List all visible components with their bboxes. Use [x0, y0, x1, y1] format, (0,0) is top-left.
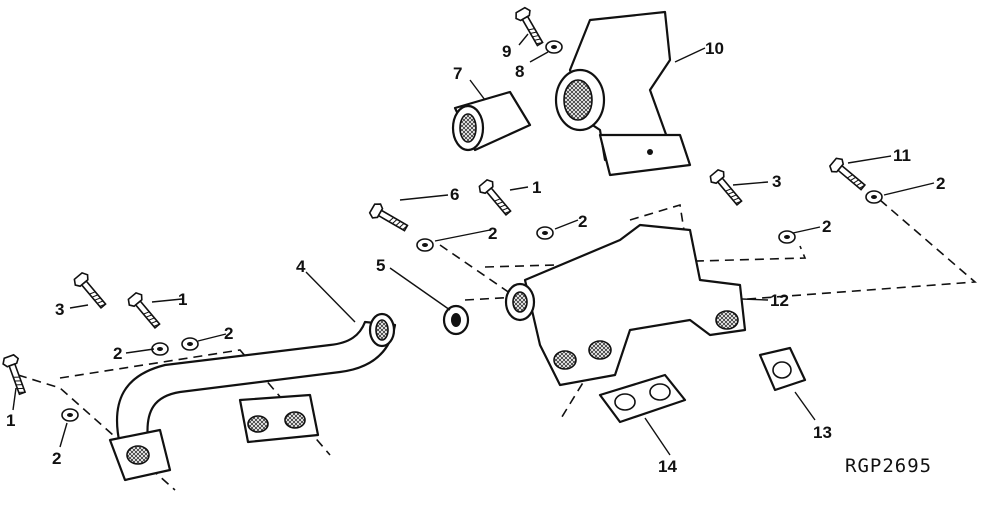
callout-2-left-inner: 2 [113, 344, 122, 363]
callout-labels: 3 1 2 2 1 2 4 5 6 1 2 2 7 8 9 10 3 2 11 … [6, 39, 945, 476]
seal-ring [442, 304, 470, 336]
callout-4: 4 [296, 257, 306, 276]
callout-5: 5 [376, 256, 385, 275]
callout-12: 12 [770, 291, 789, 310]
connector-sleeve [451, 90, 532, 152]
thermostat-housing-elbow [554, 10, 692, 177]
callout-2-center-left: 2 [488, 224, 497, 243]
callout-2-right: 2 [822, 217, 831, 236]
callout-1-center: 1 [532, 178, 541, 197]
callout-7: 7 [453, 64, 462, 83]
figure-reference: RGP2695 [845, 455, 932, 477]
lower-water-pipe [108, 312, 397, 482]
callout-leaders [12, 33, 935, 456]
callout-13: 13 [813, 423, 832, 442]
callout-2-lower-left: 2 [52, 449, 61, 468]
callout-3-right: 3 [772, 172, 781, 191]
gasket-double [598, 373, 687, 424]
callout-6: 6 [450, 185, 459, 204]
callout-8: 8 [515, 62, 524, 81]
callout-2-center: 2 [578, 212, 587, 231]
callout-3-left: 3 [55, 300, 64, 319]
callout-9: 9 [502, 42, 511, 61]
callout-2-far-right: 2 [936, 174, 945, 193]
callout-1-upper-left: 1 [178, 290, 187, 309]
callout-2-left-outer: 2 [224, 324, 233, 343]
callout-1-far-left: 1 [6, 411, 15, 430]
gasket-single [758, 346, 807, 392]
water-manifold [504, 223, 747, 387]
bolt-icon [0, 5, 869, 397]
callout-11: 11 [893, 146, 911, 165]
callout-10: 10 [705, 39, 724, 58]
callout-14: 14 [658, 457, 677, 476]
